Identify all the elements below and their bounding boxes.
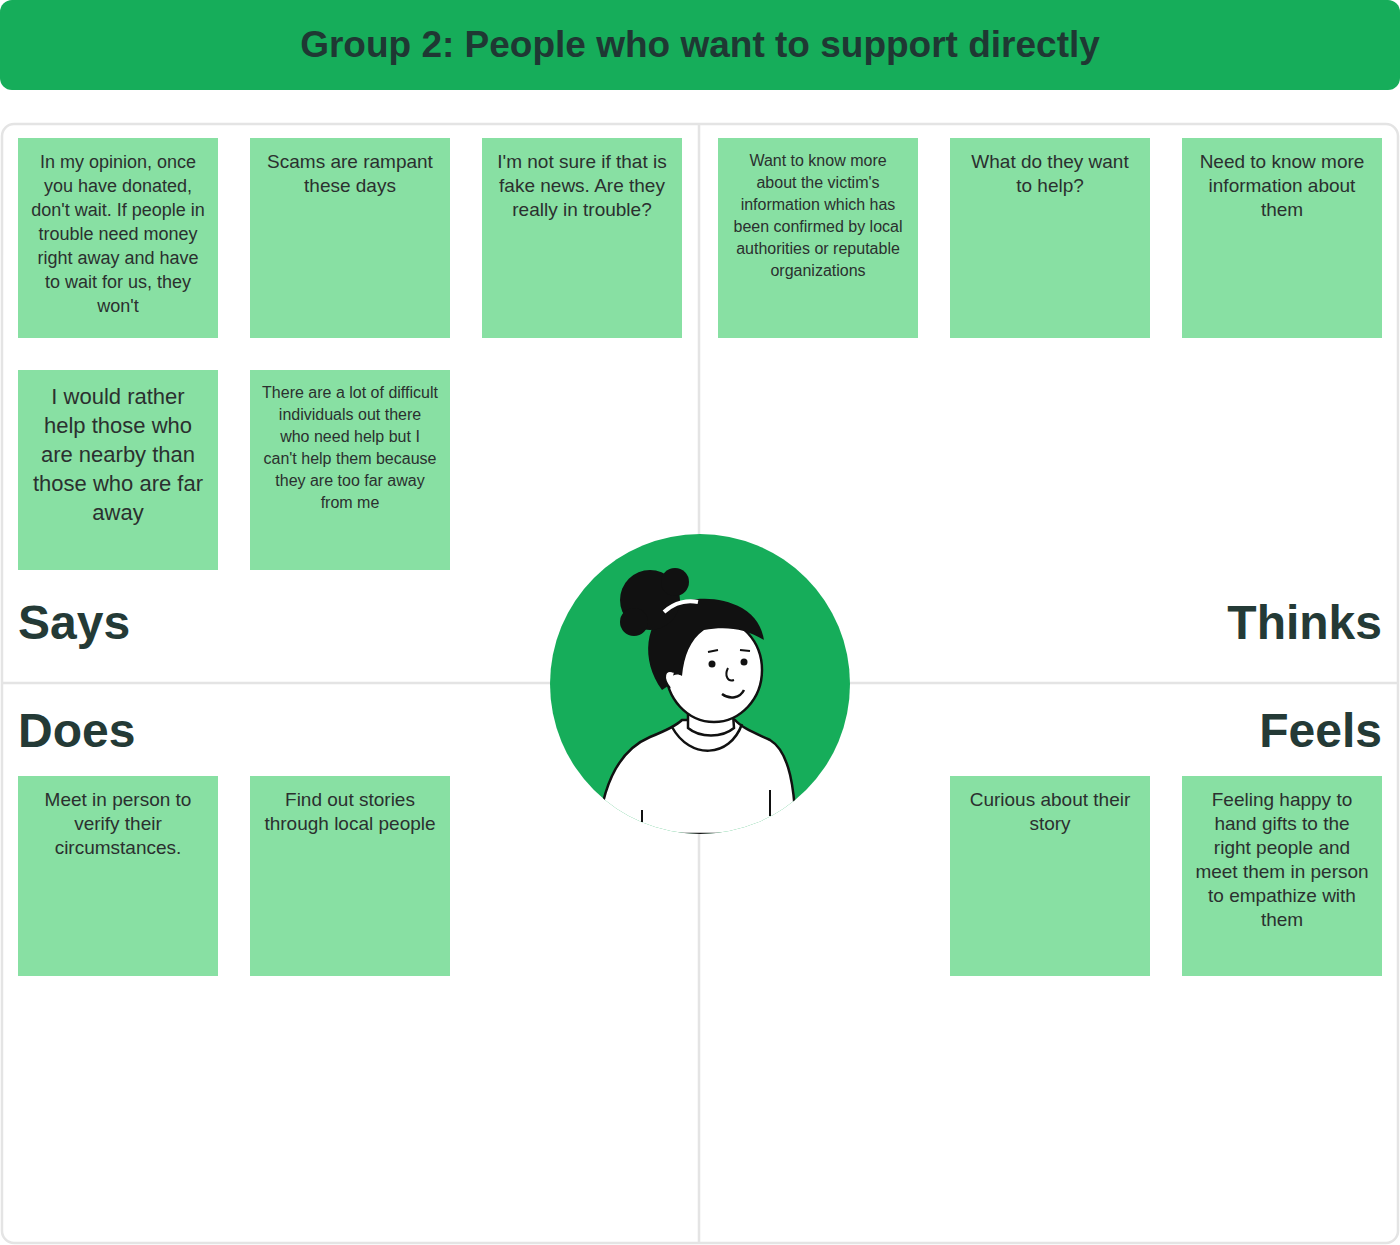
sticky-note: In my opinion, once you have donated, do… <box>18 138 218 338</box>
sticky-note: Need to know more information about them <box>1182 138 1382 338</box>
sticky-note: Want to know more about the victim's inf… <box>718 138 918 338</box>
quadrant-heading: Says <box>18 595 130 651</box>
note-text: Find out stories through local people <box>262 788 438 836</box>
sticky-note: What do they want to help? <box>950 138 1150 338</box>
persona-headband <box>664 601 698 612</box>
persona-hair-curl <box>661 568 689 596</box>
title-bar-fill <box>0 0 1400 90</box>
map-quadrant: Thinks Want to know more about the victim… <box>699 124 1400 683</box>
persona-shirt-line <box>769 790 771 816</box>
persona-illustration <box>550 534 850 834</box>
diagram-title: Group 2: People who want to support dire… <box>0 0 1400 90</box>
sticky-note: Curious about their story <box>950 776 1150 976</box>
quadrant-heading: Does <box>18 703 135 759</box>
note-text: Want to know more about the victim's inf… <box>730 150 906 282</box>
persona-ear <box>665 671 674 688</box>
persona-brows <box>708 650 750 652</box>
sticky-note: Find out stories through local people <box>250 776 450 976</box>
persona-eye <box>741 659 748 666</box>
note-text: Curious about their story <box>962 788 1138 836</box>
map-quadrant: FeelsCurious about their story Feeling ha… <box>699 683 1400 1245</box>
persona-circle <box>550 534 850 834</box>
persona-hair <box>648 599 764 690</box>
note-text: What do they want to help? <box>962 150 1138 198</box>
persona-eye <box>709 661 716 668</box>
persona-hair-curl <box>620 608 648 636</box>
sticky-note: Meet in person to verify their circumsta… <box>18 776 218 976</box>
sticky-note: I would rather help those who are nearby… <box>18 370 218 570</box>
sticky-note: Scams are rampant these days <box>250 138 450 338</box>
persona-shirt-line <box>641 810 643 822</box>
note-text: I would rather help those who are nearby… <box>30 382 206 527</box>
quadrant-heading: Thinks <box>1227 595 1382 651</box>
panel-border <box>2 124 1398 1243</box>
sticky-note: There are a lot of difficult individuals… <box>250 370 450 570</box>
persona-nose <box>726 668 734 680</box>
title-bar: Group 2: People who want to support dire… <box>0 0 1400 90</box>
note-text: There are a lot of difficult individuals… <box>262 382 438 514</box>
sticky-note: I'm not sure if that is fake news. Are t… <box>482 138 682 338</box>
persona-shirt <box>598 720 796 834</box>
sticky-note: Feeling happy to hand gifts to the right… <box>1182 776 1382 976</box>
note-text: Need to know more information about them <box>1194 150 1370 222</box>
map-quadrant: Says In my opinion, once you have donated… <box>0 124 699 683</box>
map-quadrant: DoesMeet in person to verify their circu… <box>0 683 699 1245</box>
quadrant-heading: Feels <box>1259 703 1382 759</box>
persona-smile <box>722 690 744 697</box>
note-text: In my opinion, once you have donated, do… <box>30 150 206 318</box>
note-text: Scams are rampant these days <box>262 150 438 198</box>
note-text: Feeling happy to hand gifts to the right… <box>1194 788 1370 932</box>
note-text: Meet in person to verify their circumsta… <box>30 788 206 860</box>
note-text: I'm not sure if that is fake news. Are t… <box>494 150 670 222</box>
